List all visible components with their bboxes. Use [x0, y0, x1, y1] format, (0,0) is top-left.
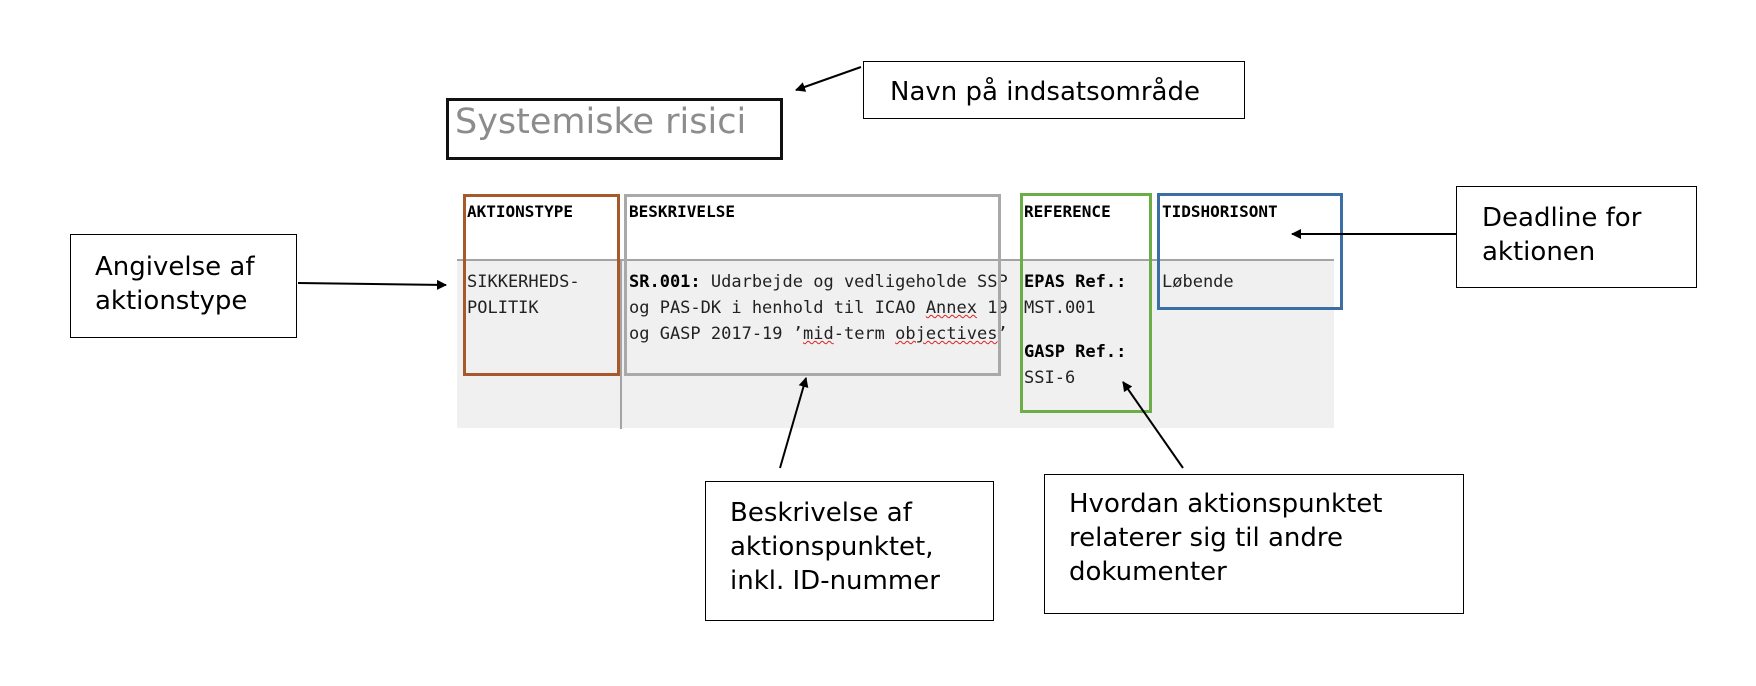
cell-reference: EPAS Ref.: MST.001 GASP Ref.: SSI-6 [1024, 269, 1126, 391]
spellcheck-mark: objectives [895, 324, 998, 344]
arrow-to-description [779, 377, 809, 469]
callout-deadline: Deadline for aktionen [1456, 186, 1697, 288]
arrow-to-reference [1122, 381, 1184, 469]
table-header-background [457, 192, 1334, 260]
gasp-ref-value: SSI-6 [1024, 368, 1076, 388]
arrow-to-action-type [297, 279, 447, 290]
cell-time-horizon: Løbende [1162, 272, 1234, 292]
epas-ref-value: MST.001 [1024, 298, 1096, 318]
action-type-line: POLITIK [467, 298, 539, 318]
callout-reference: Hvordan aktionspunktet relaterer sig til… [1044, 474, 1464, 614]
description-highlight-frame [624, 194, 1001, 376]
reference-highlight-frame [1020, 193, 1152, 413]
action-type-highlight-frame [463, 194, 620, 376]
section-title: Systemiske risici [455, 102, 747, 142]
description-id: SR.001: [629, 272, 701, 292]
header-reference: REFERENCE [1024, 202, 1111, 221]
header-divider-line [457, 259, 1334, 261]
time-horizon-highlight-frame [1157, 193, 1343, 310]
epas-ref-label: EPAS Ref.: [1024, 272, 1127, 292]
header-description: BESKRIVELSE [629, 202, 735, 221]
action-type-line: SIKKERHEDS- [467, 272, 580, 292]
gasp-ref-label: GASP Ref.: [1024, 342, 1127, 362]
spellcheck-mark: Annex [925, 298, 977, 318]
header-time-horizon: TIDSHORISONT [1162, 202, 1278, 221]
callout-description: Beskrivelse af aktionspunktet, inkl. ID-… [705, 481, 994, 621]
table-body-background [457, 260, 1334, 428]
callout-area-name: Navn på indsatsområde [863, 61, 1245, 119]
column-divider-line [620, 259, 622, 429]
arrow-to-title [795, 66, 862, 92]
cell-action-type: SIKKERHEDS- POLITIK [467, 269, 580, 321]
spellcheck-mark: mid [803, 324, 834, 344]
header-action-type: AKTIONSTYPE [467, 202, 573, 221]
cell-description: SR.001: Udarbejde og vedligeholde SSP og… [629, 272, 1008, 344]
section-title-frame [446, 98, 783, 160]
callout-action-type: Angivelse af aktionstype [70, 234, 297, 338]
